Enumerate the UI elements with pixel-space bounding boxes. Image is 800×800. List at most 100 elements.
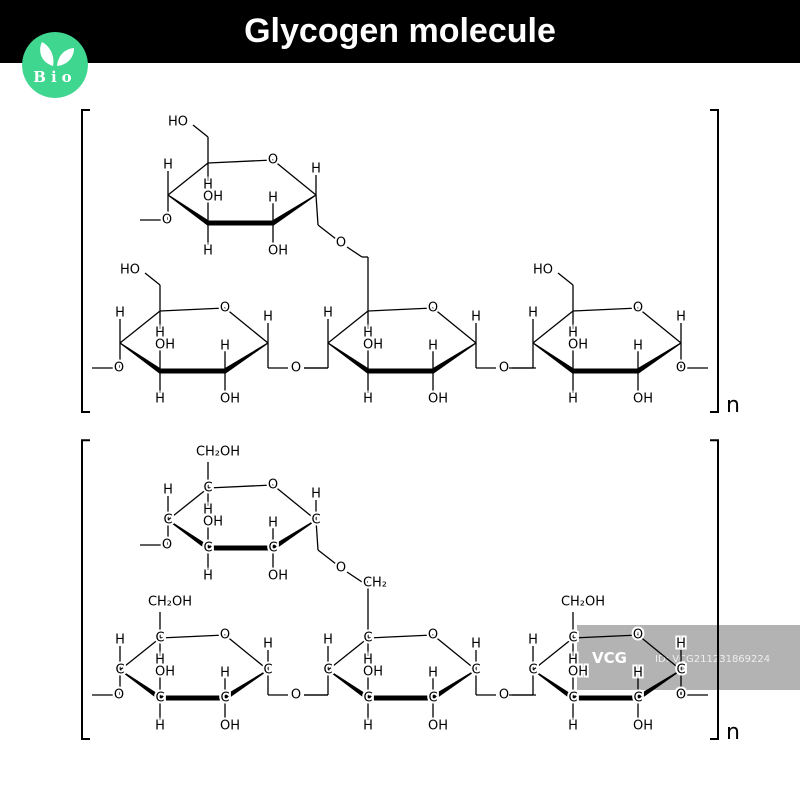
bond <box>207 159 274 164</box>
atom-label-h: H <box>633 339 643 354</box>
atom-label-h: H <box>428 666 438 681</box>
bond <box>557 272 574 286</box>
bond <box>144 272 161 286</box>
atom-label-o: O <box>268 153 278 168</box>
bond <box>159 307 226 312</box>
wedge-bond <box>168 519 208 551</box>
atom-label-o: O <box>676 688 686 703</box>
atom-label-oh: OH <box>428 392 448 407</box>
atom-label-h: H <box>163 158 173 173</box>
watermark-id: ID: VCG211231869224 <box>655 654 770 665</box>
atom-label-o: O <box>428 628 438 643</box>
repeat-unit-n: n <box>726 720 740 745</box>
atom-label-h: H <box>323 306 333 321</box>
atom-label-c: C <box>268 541 277 556</box>
atom-label-h: H <box>568 392 578 407</box>
atom-label-o: O <box>291 361 301 376</box>
atom-label-c: C <box>155 631 164 646</box>
wedge-bond <box>225 669 268 701</box>
bond <box>532 637 574 671</box>
atom-label-c: C <box>676 663 685 678</box>
atom-label-h: H <box>203 503 213 518</box>
bond <box>167 162 209 196</box>
watermark-logo: VCG <box>592 649 627 667</box>
atom-label-ho: HO <box>168 115 188 130</box>
atom-label-o: O <box>336 561 346 576</box>
atom-label-oh: OH <box>363 665 383 680</box>
atom-label-c: C <box>428 691 437 706</box>
wedge-bond <box>273 194 316 226</box>
atom-label-h: H <box>428 339 438 354</box>
logo-text: Bio <box>33 68 77 86</box>
atom-label-h: H <box>311 487 321 502</box>
atom-label-h: H <box>568 326 578 341</box>
atom-label-c: C <box>311 513 320 528</box>
atom-label-oh: OH <box>268 244 288 259</box>
atom-label-h: H <box>115 306 125 321</box>
bond <box>346 571 363 583</box>
bond <box>315 194 319 226</box>
bond <box>432 634 477 671</box>
atom-label-c: C <box>203 481 212 496</box>
bond <box>224 307 269 344</box>
atom-label-c: C <box>633 691 642 706</box>
bond <box>346 246 363 258</box>
page-title: Glycogen molecule <box>244 12 556 50</box>
atom-label-c: C <box>363 691 372 706</box>
bond <box>572 307 639 312</box>
bond <box>637 307 682 344</box>
atom-label-ch2: CH₂ <box>363 576 387 591</box>
atom-label-h: H <box>471 310 481 325</box>
atom-label-h: H <box>268 191 278 206</box>
atom-label-c: C <box>323 663 332 678</box>
atom-label-h: H <box>268 516 278 531</box>
left-bracket <box>81 439 90 740</box>
right-bracket <box>710 109 719 413</box>
atom-label-h: H <box>311 162 321 177</box>
bond <box>532 310 574 344</box>
atom-label-oh: OH <box>203 515 223 530</box>
atom-label-ho: HO <box>120 263 140 278</box>
atom-label-o: O <box>114 688 124 703</box>
header-bar <box>0 0 800 63</box>
atom-label-h: H <box>203 569 213 584</box>
bond <box>119 310 161 344</box>
wedge-bond <box>328 669 368 701</box>
atom-label-o: O <box>428 301 438 316</box>
atom-label-c: C <box>203 541 212 556</box>
wedge-bond <box>328 342 368 374</box>
atom-label-h: H <box>203 244 213 259</box>
atom-label-oh: OH <box>203 190 223 205</box>
atom-label-h: H <box>363 326 373 341</box>
atom-label-o: O <box>633 628 643 643</box>
atom-label-h: H <box>220 666 230 681</box>
atom-label-oh: OH <box>568 665 588 680</box>
atom-label-oh: OH <box>155 665 175 680</box>
atom-label-oh: OH <box>220 392 240 407</box>
atom-label-o: O <box>114 361 124 376</box>
atom-label-h: H <box>471 637 481 652</box>
left-bracket <box>81 109 90 413</box>
atom-label-o: O <box>291 688 301 703</box>
atom-label-oh: OH <box>220 719 240 734</box>
bond <box>119 637 161 671</box>
bond <box>572 634 639 639</box>
atom-label-c: C <box>568 691 577 706</box>
atom-label-c: C <box>115 663 124 678</box>
repeat-unit-n: n <box>726 393 740 418</box>
atom-label-o: O <box>162 213 172 228</box>
atom-label-o: O <box>268 478 278 493</box>
wedge-bond <box>120 669 160 701</box>
atom-label-ch2oh: CH₂OH <box>196 445 240 460</box>
atom-label-o: O <box>499 688 509 703</box>
right-bracket <box>710 439 719 740</box>
atom-label-h: H <box>220 339 230 354</box>
